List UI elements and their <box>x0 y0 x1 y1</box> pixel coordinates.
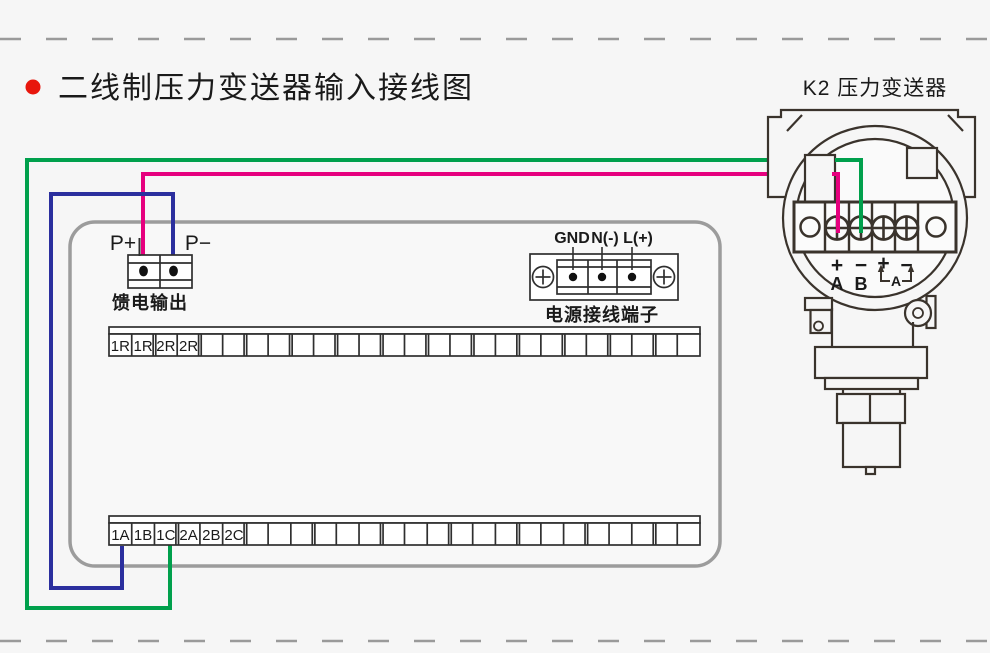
transmitter-body <box>803 294 937 476</box>
cell-2r-b: 2R <box>179 338 198 355</box>
sign-b-minus: − <box>855 254 867 277</box>
cell-2a: 2A <box>179 527 197 544</box>
power-terminal-block: GND N(-) L(+) 电源接线端子 <box>529 230 679 325</box>
screw-terminal-3 <box>870 215 897 241</box>
bullet-icon <box>25 79 41 95</box>
terminal-a-label: A <box>831 274 844 294</box>
lower-strip-rail <box>108 515 701 524</box>
power-block-inner <box>556 259 652 295</box>
process-tip <box>864 465 877 476</box>
lower-strip-dividers <box>130 523 679 545</box>
sensor-flange-block <box>813 345 929 380</box>
chamfer-right <box>947 114 964 132</box>
cell-1r-b: 1R <box>134 338 153 355</box>
power-terminal-caption: 电源接线端子 <box>545 304 659 325</box>
bracket-left-top <box>803 296 834 312</box>
process-stem <box>841 421 902 469</box>
upper-strip-rail <box>108 326 701 335</box>
n-minus-label: N(-) <box>591 230 619 247</box>
wire-loop-drop <box>835 158 863 233</box>
p-plus-label: P+ <box>110 232 136 255</box>
upper-terminal-strip: 1R 1R 2R 2R <box>108 326 701 357</box>
cell-2r-a: 2R <box>156 338 175 355</box>
feed-terminal-dot-minus <box>169 265 178 277</box>
bracket-right-hole <box>912 307 924 319</box>
feed-terminal-dot-plus <box>139 265 148 277</box>
window-notch-right <box>905 146 939 180</box>
feed-output-block: P+ P− 馈电输出 <box>110 232 211 313</box>
cell-2b: 2B <box>202 527 220 544</box>
bracket-left-hole <box>813 320 824 332</box>
l-plus-label: L(+) <box>623 230 653 247</box>
window-notch-left <box>803 153 837 204</box>
screw-icon-right <box>652 265 676 289</box>
current-loop-label: A <box>891 273 901 289</box>
instrument-backplane <box>68 220 722 568</box>
mount-hole-left <box>799 216 821 238</box>
terminal-b-label: B <box>855 274 868 294</box>
wire-positive-drop <box>832 172 840 233</box>
screw-terminal-4 <box>893 215 920 241</box>
screw-icon-left <box>531 265 555 289</box>
sensor-spacer <box>823 376 920 391</box>
power-dot-l <box>627 272 637 282</box>
arrow-up-left <box>877 264 885 272</box>
current-loop-bracket: A <box>877 264 915 289</box>
pressure-transmitter: + − + − A B A <box>766 108 977 476</box>
cell-1a: 1A <box>111 527 129 544</box>
cell-2c: 2C <box>224 527 243 544</box>
cell-1r-a: 1R <box>111 338 130 355</box>
feed-output-caption: 馈电输出 <box>112 292 188 313</box>
bracket-right-body <box>903 298 933 328</box>
gnd-label: GND <box>554 230 590 247</box>
page-title: 二线制压力变送器输入接线图 <box>58 72 474 105</box>
upper-strip-dividers <box>130 334 679 356</box>
wire-negative <box>49 192 175 590</box>
power-dot-gnd <box>568 272 578 282</box>
power-dot-n <box>597 272 607 282</box>
cell-1c: 1C <box>156 527 175 544</box>
p-minus-label: P− <box>185 232 211 255</box>
cell-1b: 1B <box>134 527 152 544</box>
chamfer-left <box>786 114 803 132</box>
transmitter-label: K2 压力变送器 <box>803 77 948 100</box>
lower-terminal-strip: 1A 1B 1C 2A 2B 2C <box>108 515 701 546</box>
mount-hole-right <box>925 216 947 238</box>
arrow-up-right <box>907 264 915 272</box>
sign-a-plus: + <box>831 254 843 277</box>
